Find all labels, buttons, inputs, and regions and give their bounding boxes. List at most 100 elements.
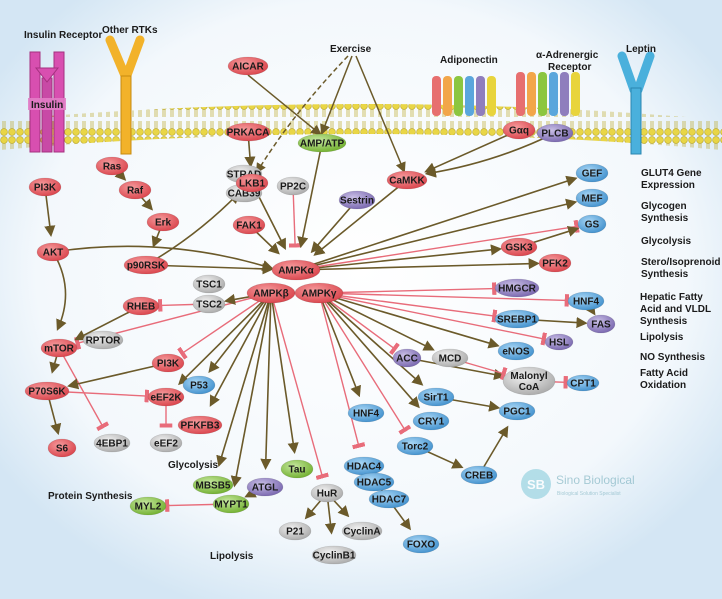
node-label-tau: Tau (288, 465, 305, 476)
node-fas: FAS (586, 314, 616, 334)
brand-logo (521, 469, 551, 499)
node-label-mcd: MCD (439, 354, 462, 365)
node-raf: Raf (118, 180, 152, 200)
node-label-mbsb5: MBSB5 (195, 481, 230, 492)
node-mtor: mTOR (40, 338, 78, 358)
node-label-p21: P21 (286, 527, 304, 538)
node-lkb1: LKB1 (235, 173, 269, 193)
edge-ampkb-to-mypt1 (230, 292, 272, 488)
edge-ampkb-to-tau (270, 292, 299, 455)
edge-ampka-to-gs (295, 219, 580, 271)
label-glycolysis-right: Glycolysis (641, 236, 691, 247)
node-label-cyclinb1: CyclinB1 (313, 551, 356, 562)
node-fourebp1: 4EBP1 (93, 433, 131, 453)
label-lipolysis-bottom: Lipolysis (210, 551, 254, 562)
edge-exercise-1 (320, 55, 353, 135)
node-hdac7: HDAC7 (368, 489, 410, 509)
node-label-eef2k: eEF2K (150, 393, 182, 404)
edge-ampkg-to-sirt1 (318, 292, 424, 386)
edge-ampkb-to-hur (270, 292, 329, 480)
node-camkk: CaMKK (386, 170, 428, 190)
node-s6: S6 (47, 438, 77, 458)
label-no-synthesis: NO Synthesis (640, 352, 705, 363)
leptin-label: Leptin (626, 44, 656, 55)
node-label-pi3k-top: PI3K (34, 183, 57, 194)
node-label-cry1: CRY1 (418, 417, 445, 428)
node-label-p53: P53 (190, 381, 208, 392)
edge-ampkb-to-pfkfb3 (209, 292, 272, 407)
node-label-p90rsk: p90RSK (127, 261, 166, 272)
node-mypt1: MYPT1 (212, 494, 250, 514)
edge-ampkg-to-enos (318, 292, 500, 349)
node-pi3k-mid: PI3K (151, 353, 185, 373)
edge-ampkg-to-hdac4 (318, 292, 366, 450)
node-label-fas: FAS (591, 320, 611, 331)
node-akt: AKT (36, 242, 70, 262)
node-label-mypt1: MYPT1 (214, 500, 248, 511)
node-plcb: PLCB (536, 123, 574, 143)
node-label-cpt1: CPT1 (570, 379, 596, 390)
node-rptor: RPTOR (82, 330, 124, 350)
node-rheb: RHEB (122, 296, 160, 316)
node-gef: GEF (575, 163, 609, 183)
node-myl2: MYL2 (129, 496, 167, 516)
label-exercise: Exercise (330, 44, 372, 55)
node-label-strad: STRAD (227, 170, 261, 181)
node-label-foxo: FOXO (407, 540, 436, 551)
edge-exercise-2 (355, 55, 406, 173)
node-hnf4-right: HNF4 (567, 291, 605, 311)
node-torc2: Torc2 (396, 436, 434, 456)
node-label-acc: ACC (396, 354, 418, 365)
node-label-s6: S6 (56, 444, 69, 455)
node-label-fourebp1: 4EBP1 (96, 439, 128, 450)
node-label-gs: GS (585, 220, 600, 231)
node-prkaca: PRKACA (225, 122, 271, 142)
node-p21: P21 (278, 521, 312, 541)
edge-exercise-0 (255, 55, 349, 174)
node-atgl: ATGL (246, 477, 284, 497)
node-mcd: MCD (431, 348, 469, 368)
node-p90rsk: p90RSK (123, 255, 169, 275)
node-p53: P53 (182, 375, 216, 395)
node-creb: CREB (460, 465, 498, 485)
node-ampka: AMPKα (271, 259, 321, 281)
alpha-adrenergic-receptor: α-Adrenergic Receptor (516, 50, 599, 116)
node-ampkb: AMPKβ (246, 282, 296, 304)
node-label-srebp1: SREBP1 (497, 315, 537, 326)
node-label-hnf4-right: HNF4 (573, 297, 600, 308)
node-sirt1: SirT1 (417, 387, 455, 407)
insulin-receptor: Insulin Receptor Insulin (24, 30, 102, 153)
node-label-hdac4: HDAC4 (347, 462, 382, 473)
label-protein-synthesis: Protein Synthesis (48, 491, 133, 502)
node-mef: MEF (575, 188, 609, 208)
pathway-nodes: AICARPRKACAAMP/ATPSTRADCAB39LKB1PP2CSest… (24, 56, 616, 565)
edge-plcb-to-camkk (424, 132, 556, 178)
node-label-pi3k-mid: PI3K (157, 359, 180, 370)
edge-ampkb-to-mbsb5 (216, 292, 272, 468)
node-label-hdac5: HDAC5 (357, 478, 392, 489)
node-sestrin: Sestrin (338, 190, 376, 210)
node-mbsb5: MBSB5 (192, 475, 234, 495)
node-eef2k: eEF2K (147, 387, 185, 407)
edge-exercise-3 (247, 74, 322, 136)
leptin-receptor: Leptin (617, 44, 656, 155)
node-label-fak1: FAK1 (236, 221, 262, 232)
node-label-ampka: AMPKα (278, 266, 314, 277)
node-gaq: Gαq (502, 120, 536, 140)
node-ras: Ras (95, 156, 129, 176)
node-label-pfkfb3: PFKFB3 (181, 421, 220, 432)
node-label-lkb1: LKB1 (239, 179, 266, 190)
node-label-plcb: PLCB (541, 129, 568, 140)
edge-ampkb-to-eef2k (178, 292, 272, 386)
node-cpt1: CPT1 (566, 374, 600, 392)
node-erk: Erk (146, 212, 180, 232)
node-hur: HuR (310, 483, 344, 503)
node-hsl: HSL (544, 333, 574, 351)
node-label-mtor: mTOR (44, 344, 75, 355)
